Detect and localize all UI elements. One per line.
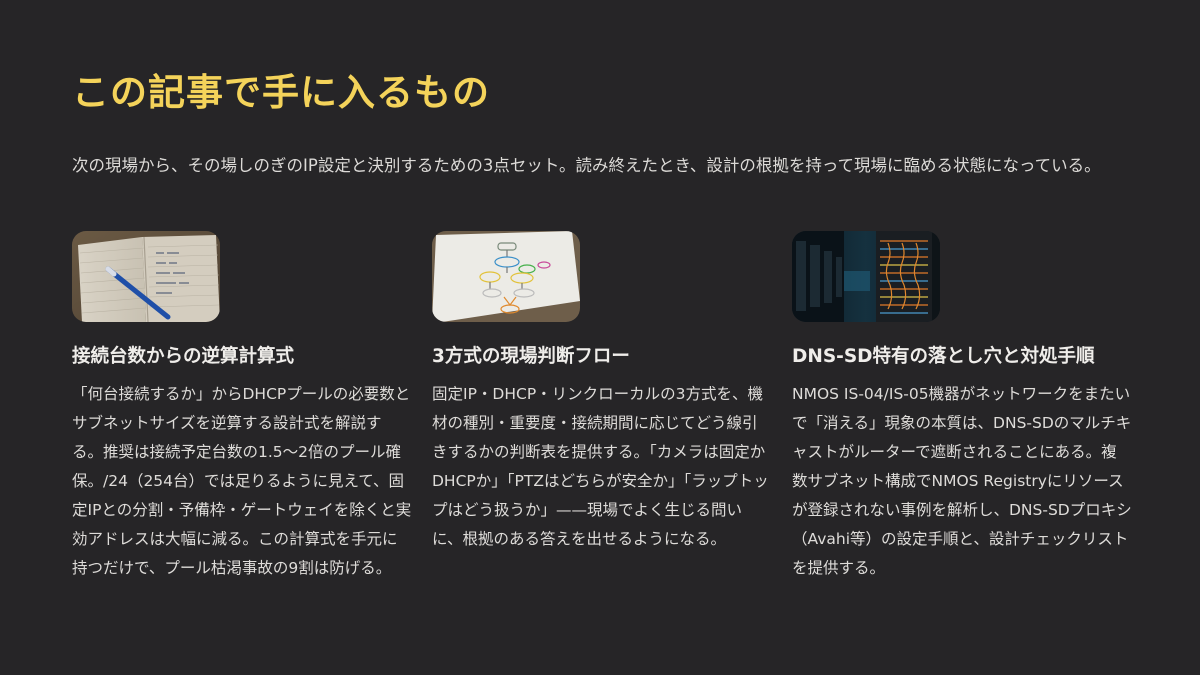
server-room-photo	[792, 231, 940, 322]
page-title: この記事で手に入るもの	[72, 71, 490, 114]
card-body: 「何台接続するか」からDHCPプールの必要数とサブネットサイズを逆算する設計式を…	[72, 385, 412, 577]
card-body: NMOS IS-04/IS-05機器がネットワークをまたいで「消える」現象の本質…	[792, 385, 1132, 577]
card-calculation: 接続台数からの逆算計算式 「何台接続するか」からDHCPプールの必要数とサブネッ…	[72, 231, 412, 583]
flowchart-photo	[432, 231, 580, 322]
intro-paragraph: 次の現場から、その場しのぎのIP設定と決別するための3点セット。読み終えたとき、…	[72, 156, 1101, 175]
card-title: DNS-SD特有の落とし穴と対処手順	[792, 346, 1095, 367]
card-body: 固定IP・DHCP・リンクローカルの3方式を、機材の種別・重要度・接続期間に応じ…	[432, 385, 769, 548]
card-title: 接続台数からの逆算計算式	[72, 346, 295, 367]
notebook-photo	[72, 231, 220, 322]
card-title: 3方式の現場判断フロー	[432, 346, 630, 367]
card-dns-sd: DNS-SD特有の落とし穴と対処手順 NMOS IS-04/IS-05機器がネッ…	[792, 231, 1132, 583]
card-decision-flow: 3方式の現場判断フロー 固定IP・DHCP・リンクローカルの3方式を、機材の種別…	[432, 231, 772, 554]
